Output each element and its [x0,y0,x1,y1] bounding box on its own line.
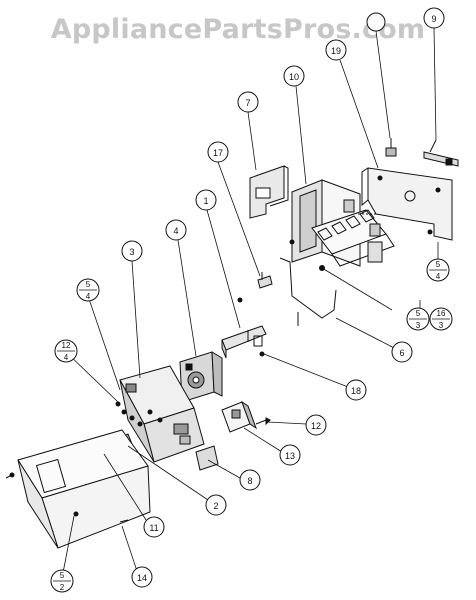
part-7-bracket [249,165,289,219]
callout-3: 3 [121,240,143,262]
part-12-screw [255,417,271,426]
callout-13: 13 [279,444,301,466]
callout-1: 1 [195,189,217,211]
fraction-5-2-top: 5 [60,571,65,580]
callout-9-label: 9 [431,14,436,24]
callout-1-label: 1 [203,196,208,206]
callout-12: 12 [305,414,327,436]
fraction-16-3-bottom: 3 [439,321,444,330]
callout-9: 9 [423,7,445,29]
part-1-bracket [221,325,267,359]
fraction-12-4-bottom: 4 [64,353,69,362]
callout-18: 18 [345,379,367,401]
callout-8: 8 [239,469,261,491]
callout-6: 6 [391,341,413,363]
callout-17-label: 17 [213,148,223,158]
callout-4-label: 4 [173,226,178,236]
part-14-cover [5,429,151,549]
callout-7: 7 [237,91,259,113]
part-4-module [179,351,223,403]
fraction-callout-16-3: 16 3 [429,307,453,331]
callout-19: 19 [325,39,347,61]
callout-4: 4 [165,219,187,241]
watermark: AppliancePartsPros.com [50,14,426,45]
callout-11-label: 11 [149,523,158,533]
fraction-callout-12-4: 12 4 [54,339,78,363]
callout-17: 17 [207,141,229,163]
callout-18-label: 18 [351,386,361,396]
callout-8-label: 8 [247,476,252,486]
leader-lines [61,27,439,579]
callout-3-label: 3 [129,247,134,257]
callout-2: 2 [205,494,227,516]
part-8-bracket [195,445,219,471]
ice-maker-body [289,179,395,271]
part-3-housing [115,365,205,463]
fraction-5-4-left-bottom: 4 [86,292,91,301]
fraction-callout-5-4-right: 5 4 [426,258,450,282]
callout-12-label: 12 [311,421,321,431]
callout-10-label: 10 [289,72,299,82]
fraction-5-3-bottom: 3 [416,321,421,330]
fraction-callout-5-4-left: 5 4 [76,278,100,302]
callout-14-label: 14 [137,573,147,583]
part-6-wire [279,257,337,326]
fraction-5-3-top: 5 [416,309,421,318]
callout-19-label: 19 [331,46,341,56]
mounting-plate [361,167,453,241]
fraction-5-4-right-bottom: 4 [436,272,441,281]
callout-11: 11 [143,516,165,538]
part-19-clip [385,138,397,157]
callout-7-label: 7 [245,98,250,108]
callout-13-label: 13 [285,451,295,461]
part-13-switch [221,400,257,433]
fraction-callout-5-3: 5 3 [406,307,430,331]
fraction-5-4-left-top: 5 [86,280,91,289]
callout-10: 10 [283,65,305,87]
callout-14: 14 [131,566,153,588]
fraction-5-2-bottom: 2 [60,583,65,592]
fraction-5-4-right-top: 5 [436,260,441,269]
callout-2-label: 2 [213,501,218,511]
callout-blank-top [366,12,386,32]
fraction-16-3-top: 16 [437,309,446,318]
fraction-callout-5-2: 5 2 [50,569,74,593]
part-9-strip [423,139,459,167]
callout-6-label: 6 [399,348,404,358]
part-17-bracket [237,272,273,303]
fraction-12-4-top: 12 [62,341,71,350]
